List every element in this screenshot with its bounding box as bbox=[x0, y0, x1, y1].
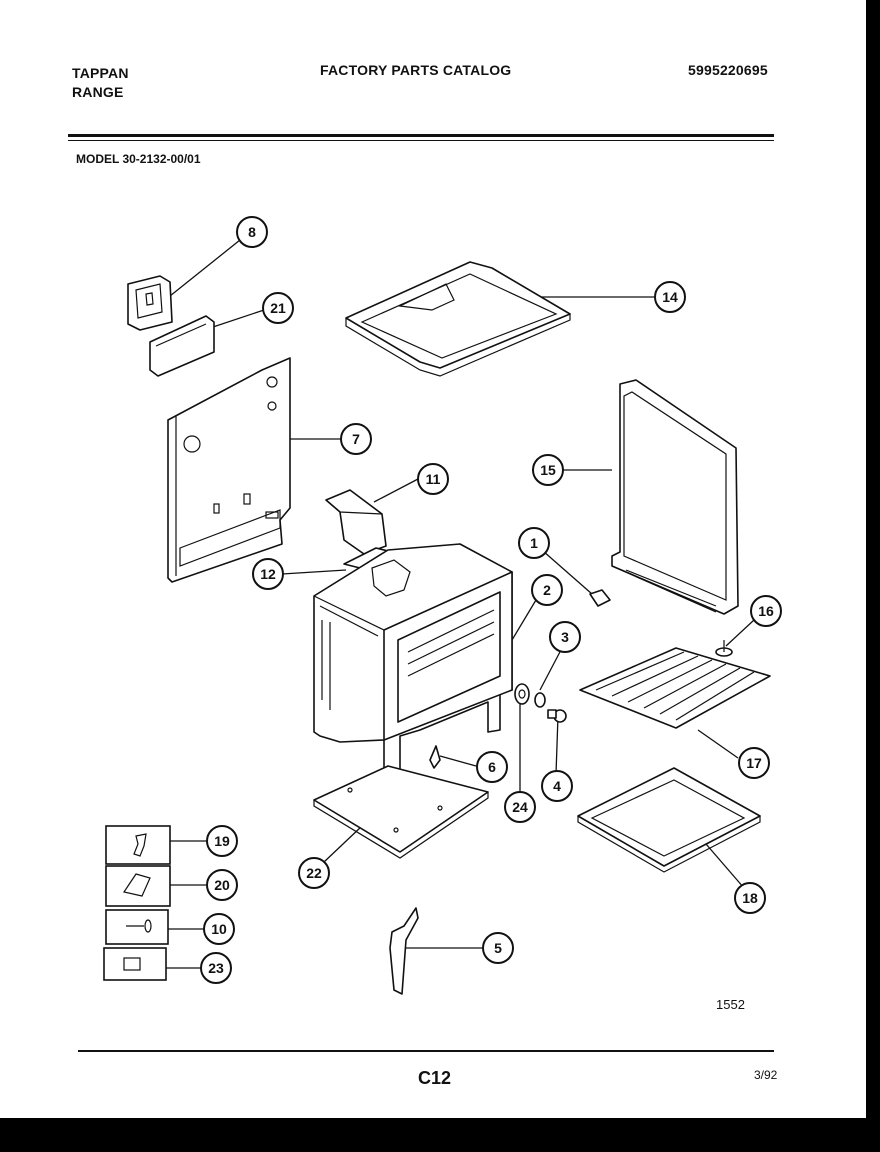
part-15-door-frame bbox=[611, 379, 739, 615]
revision-date: 3/92 bbox=[754, 1068, 778, 1082]
callout-2: 2 bbox=[531, 574, 563, 606]
callout-17: 17 bbox=[738, 747, 770, 779]
part-4-bulb bbox=[547, 709, 567, 723]
diagram-code: 1552 bbox=[716, 997, 745, 1012]
product-type: RANGE bbox=[72, 84, 124, 100]
svg-text:17: 17 bbox=[746, 755, 762, 771]
svg-text:20: 20 bbox=[214, 877, 230, 893]
model-number: MODEL 30-2132-00/01 bbox=[76, 152, 201, 166]
svg-text:1: 1 bbox=[530, 535, 538, 551]
svg-text:15: 15 bbox=[540, 462, 556, 478]
part-11-vent bbox=[325, 489, 387, 555]
callout-14: 14 bbox=[654, 281, 686, 313]
part-5-hinge bbox=[389, 907, 419, 995]
callout-16: 16 bbox=[750, 595, 782, 627]
catalog-number: 5995220695 bbox=[688, 62, 768, 78]
part-18-drawer-pan bbox=[577, 767, 761, 873]
callout-15: 15 bbox=[532, 454, 564, 486]
svg-text:3: 3 bbox=[561, 629, 569, 645]
callout-19: 19 bbox=[206, 825, 238, 857]
svg-text:10: 10 bbox=[211, 921, 227, 937]
callout-23: 23 bbox=[200, 952, 232, 984]
callout-20: 20 bbox=[206, 869, 238, 901]
catalog-page: TAPPAN RANGE FACTORY PARTS CATALOG 59952… bbox=[0, 0, 866, 1118]
svg-text:7: 7 bbox=[352, 431, 360, 447]
svg-text:5: 5 bbox=[494, 940, 502, 956]
catalog-title: FACTORY PARTS CATALOG bbox=[320, 62, 512, 78]
callout-18: 18 bbox=[734, 882, 766, 914]
svg-text:16: 16 bbox=[758, 603, 774, 619]
brand-name: TAPPAN bbox=[72, 65, 129, 81]
part-14-top-panel bbox=[345, 261, 571, 377]
part-20-box bbox=[105, 865, 171, 907]
svg-text:21: 21 bbox=[270, 300, 286, 316]
header-rule-thin bbox=[68, 140, 774, 141]
header-rule-thick bbox=[68, 134, 774, 137]
part-1-knob bbox=[589, 589, 611, 607]
svg-text:24: 24 bbox=[512, 799, 528, 815]
svg-text:11: 11 bbox=[426, 471, 441, 487]
callout-5: 5 bbox=[482, 932, 514, 964]
callout-10: 10 bbox=[203, 913, 235, 945]
part-7-back-panel bbox=[167, 357, 291, 583]
callout-7: 7 bbox=[340, 423, 372, 455]
leader-lines bbox=[166, 239, 755, 969]
svg-text:22: 22 bbox=[306, 865, 322, 881]
part-8-bracket bbox=[127, 275, 173, 331]
part-2-oven-body bbox=[313, 543, 513, 787]
part-24-washer bbox=[514, 683, 530, 705]
callout-11: 11 bbox=[417, 463, 449, 495]
exploded-parts-diagram: 8 21 14 7 11 15 1 12 2 16 3 17 6 4 24 19… bbox=[103, 216, 782, 995]
callout-4: 4 bbox=[541, 770, 573, 802]
part-21-trim bbox=[149, 315, 215, 377]
brand-block: TAPPAN RANGE bbox=[72, 64, 129, 102]
callout-22: 22 bbox=[298, 857, 330, 889]
callout-21: 21 bbox=[262, 292, 294, 324]
svg-text:4: 4 bbox=[553, 778, 561, 794]
svg-text:19: 19 bbox=[214, 833, 230, 849]
callout-3: 3 bbox=[549, 621, 581, 653]
part-22-bottom-panel bbox=[313, 765, 489, 859]
svg-text:2: 2 bbox=[543, 582, 551, 598]
part-17-rack bbox=[579, 647, 771, 729]
callout-1: 1 bbox=[518, 527, 550, 559]
part-10-box bbox=[105, 909, 169, 945]
part-19-box bbox=[105, 825, 171, 865]
page-number: C12 bbox=[418, 1068, 452, 1088]
svg-text:12: 12 bbox=[260, 566, 276, 582]
svg-text:14: 14 bbox=[662, 289, 678, 305]
part-6-clip bbox=[429, 745, 441, 769]
part-16-foot bbox=[715, 640, 733, 657]
footer-rule bbox=[78, 1050, 774, 1052]
svg-text:18: 18 bbox=[742, 890, 758, 906]
callout-12: 12 bbox=[252, 558, 284, 590]
svg-text:6: 6 bbox=[488, 759, 496, 775]
part-23-box bbox=[103, 947, 167, 981]
callout-24: 24 bbox=[504, 791, 536, 823]
svg-text:23: 23 bbox=[208, 960, 224, 976]
callout-6: 6 bbox=[476, 751, 508, 783]
svg-text:8: 8 bbox=[248, 224, 256, 240]
callout-8: 8 bbox=[236, 216, 268, 248]
part-3-grommet bbox=[534, 692, 546, 708]
